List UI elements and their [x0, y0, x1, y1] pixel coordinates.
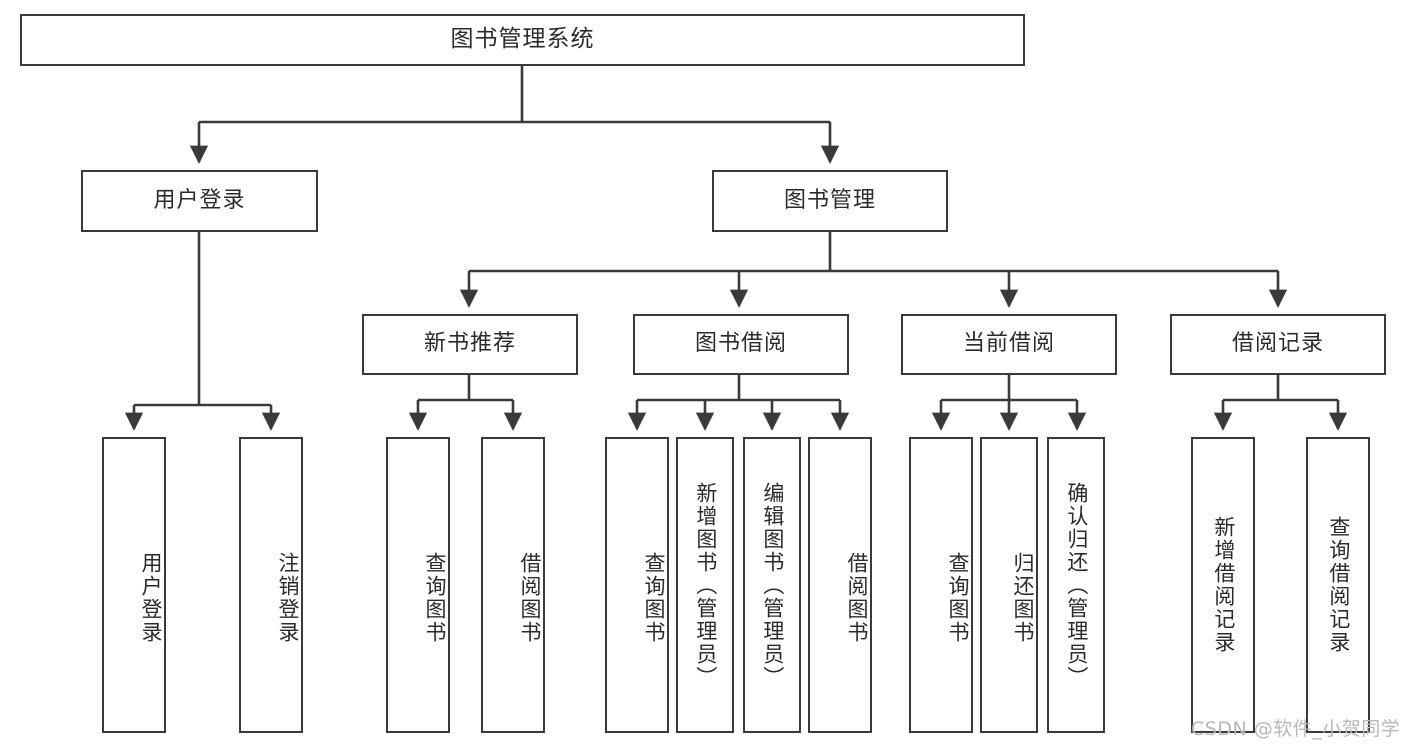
node-label: 注销登录	[276, 552, 300, 644]
node-label: 图书管理	[783, 187, 876, 213]
node-leaf-borrow-book-nbr[interactable]: 借阅图书	[481, 437, 545, 733]
node-leaf-logout[interactable]: 注销登录	[239, 437, 303, 733]
node-label: 编辑图书（管理员）	[760, 481, 785, 689]
node-label: 新书推荐	[423, 331, 516, 357]
node-leaf-borrow-book-bb[interactable]: 借阅图书	[808, 437, 872, 733]
node-label: 当前借阅	[962, 331, 1055, 357]
node-label: 确认归还（管理员）	[1064, 481, 1089, 689]
node-leaf-query-book-nbr[interactable]: 查询图书	[386, 437, 450, 733]
watermark-csdn: CSDN @软件_小贺同学	[1191, 718, 1401, 740]
node-new-book-recommendation[interactable]: 新书推荐	[362, 314, 578, 375]
node-leaf-user-login[interactable]: 用户登录	[102, 437, 166, 733]
node-label: 归还图书	[1011, 552, 1035, 644]
node-current-borrowing[interactable]: 当前借阅	[901, 314, 1117, 375]
node-label: 查询图书	[642, 552, 666, 644]
node-leaf-add-book-admin[interactable]: 新增图书（管理员）	[676, 437, 734, 733]
node-leaf-return-book[interactable]: 归还图书	[980, 437, 1038, 733]
node-label: 新增借阅记录	[1211, 516, 1236, 654]
node-root-book-management-system[interactable]: 图书管理系统	[20, 14, 1025, 66]
node-leaf-query-book-bb[interactable]: 查询图书	[605, 437, 669, 733]
node-leaf-add-borrow-record[interactable]: 新增借阅记录	[1191, 437, 1255, 733]
node-book-borrowing[interactable]: 图书借阅	[633, 314, 849, 375]
node-label: 借阅图书	[518, 552, 542, 644]
node-label: 用户登录	[153, 187, 246, 213]
node-leaf-query-borrow-record[interactable]: 查询借阅记录	[1306, 437, 1370, 733]
node-book-management[interactable]: 图书管理	[712, 170, 948, 232]
node-leaf-edit-book-admin[interactable]: 编辑图书（管理员）	[743, 437, 801, 733]
node-label: 借阅图书	[845, 552, 869, 644]
node-label: 查询图书	[423, 552, 447, 644]
node-user-login[interactable]: 用户登录	[81, 170, 318, 232]
node-label: 用户登录	[139, 552, 163, 644]
node-label: 图书管理系统	[450, 26, 595, 53]
node-label: 新增图书（管理员）	[693, 481, 718, 689]
node-label: 查询借阅记录	[1326, 516, 1351, 654]
node-label: 借阅记录	[1231, 331, 1324, 357]
node-label: 图书借阅	[694, 331, 787, 357]
node-borrow-records[interactable]: 借阅记录	[1170, 314, 1386, 375]
node-leaf-query-book-cb[interactable]: 查询图书	[909, 437, 973, 733]
node-label: 查询图书	[946, 552, 970, 644]
node-leaf-confirm-return-admin[interactable]: 确认归还（管理员）	[1047, 437, 1105, 733]
